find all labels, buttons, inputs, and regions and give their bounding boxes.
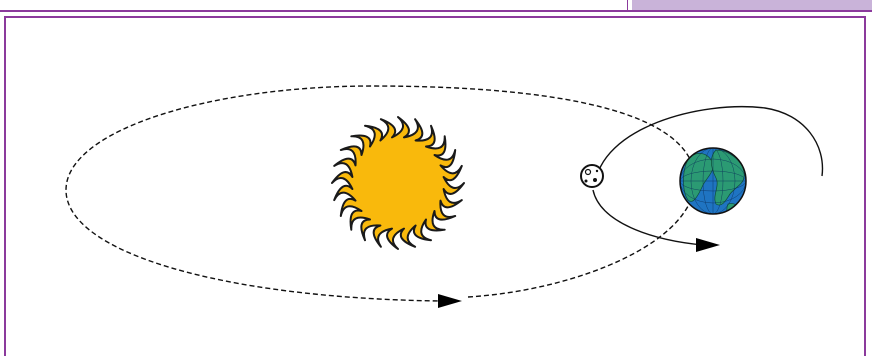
moon-icon bbox=[581, 165, 603, 187]
sun-icon bbox=[332, 117, 464, 249]
earth-orbit-arrow-icon bbox=[438, 294, 462, 308]
earth-icon bbox=[680, 148, 746, 216]
moon-orbit-arrow-icon bbox=[696, 238, 720, 252]
